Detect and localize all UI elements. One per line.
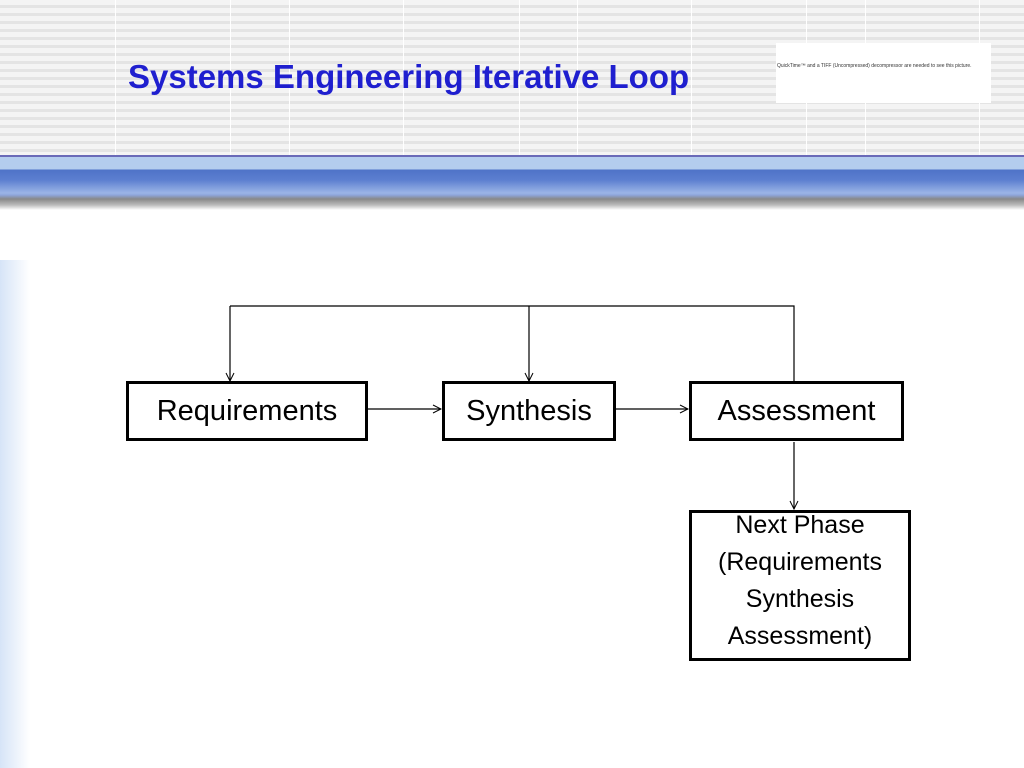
next-phase-line: Synthesis — [745, 585, 855, 613]
image-placeholder: QuickTime™ and a TIFF (Uncompressed) dec… — [776, 43, 991, 103]
next-phase-line: Assessment) — [727, 622, 873, 650]
slide-title: Systems Engineering Iterative Loop — [128, 58, 690, 95]
next-phase-line: Next Phase — [735, 511, 865, 539]
edge-feedback-loop — [230, 305, 795, 382]
left-gradient — [0, 260, 30, 768]
next-phase-line: (Requirements — [718, 548, 882, 576]
node-next-phase: Next Phase (Requirements Synthesis Asses… — [689, 510, 911, 661]
header-band — [0, 155, 1024, 210]
node-requirements: Requirements — [126, 381, 368, 441]
node-synthesis: Synthesis — [442, 381, 616, 441]
node-assessment: Assessment — [689, 381, 904, 441]
